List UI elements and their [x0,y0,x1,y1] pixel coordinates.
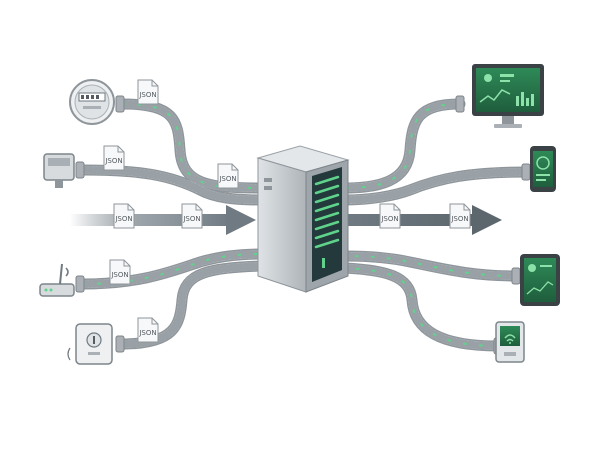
json-label: JSON [104,157,122,165]
json-document-flow-out-1: JSON [379,203,401,229]
smart-switch-icon [67,323,113,365]
json-document-server-top: JSON [217,163,239,189]
json-label: JSON [218,175,236,183]
tablet-icon [520,254,560,306]
json-label: JSON [380,215,398,223]
wifi-router-icon [39,263,75,297]
outbound-arrow [346,205,502,235]
smartphone-icon [530,146,556,192]
json-label: JSON [114,215,132,223]
json-document-flow-in-2: JSON [181,203,203,229]
wireless-kiosk-icon [495,321,525,363]
pipe-kiosk [338,262,504,352]
sensor-box-icon [43,153,75,188]
json-label: JSON [182,215,200,223]
json-document-sensor: JSON [103,145,125,171]
smart-meter-icon [69,79,115,125]
json-document-flow-out-2: JSON [449,203,471,229]
inbound-arrow [70,205,256,235]
server-rack-icon [256,145,350,293]
json-label: JSON [450,215,468,223]
desktop-monitor-icon [472,64,544,128]
json-label: JSON [138,91,156,99]
json-document-switch: JSON [137,317,159,343]
json-document-router: JSON [109,259,131,285]
json-label: JSON [138,329,156,337]
json-document-meter: JSON [137,79,159,105]
json-label: JSON [110,271,128,279]
json-document-flow-in-1: JSON [113,203,135,229]
